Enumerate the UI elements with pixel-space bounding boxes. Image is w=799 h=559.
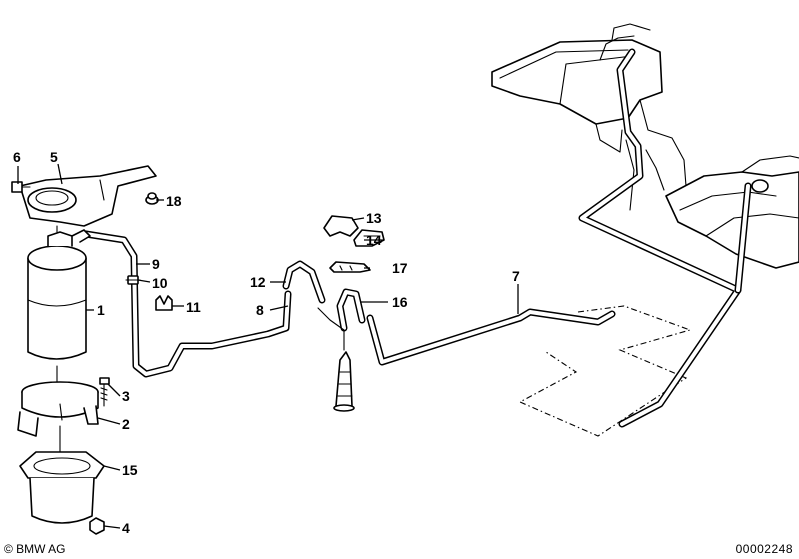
fuel-line-7 (366, 48, 752, 428)
clip-10 (125, 275, 141, 285)
clip-13 (323, 215, 359, 237)
callout-14: 14 (366, 232, 382, 248)
fuel-tank-illustration (491, 23, 799, 269)
callout-3: 3 (122, 388, 130, 404)
hose-12 (282, 260, 326, 304)
callout-5: 5 (50, 149, 58, 165)
screw-3 (99, 377, 110, 407)
filler-pipe (317, 307, 355, 412)
clamp-11 (155, 295, 173, 311)
nut-4 (89, 517, 105, 535)
bracket-5 (19, 165, 157, 227)
callout-9: 9 (152, 256, 160, 272)
callout-6: 6 (13, 149, 21, 165)
callout-7: 7 (512, 268, 520, 284)
callout-11: 11 (186, 299, 201, 315)
callout-4: 4 (122, 520, 130, 536)
leader-lines (17, 163, 519, 529)
clamp-2 (17, 381, 99, 437)
callout-18: 18 (166, 193, 182, 209)
callout-17: 17 (392, 260, 408, 276)
clip-17 (329, 261, 371, 273)
copyright-notice: © BMW AG (4, 542, 66, 556)
callout-12: 12 (250, 274, 266, 290)
callout-15: 15 (122, 462, 138, 478)
callout-13: 13 (366, 210, 382, 226)
callout-8: 8 (256, 302, 264, 318)
hose-16 (336, 288, 366, 332)
callout-10: 10 (152, 275, 168, 291)
grommet-18 (145, 192, 159, 205)
holder-15 (19, 451, 105, 524)
callout-labels: 6 5 18 9 10 11 1 3 2 15 4 12 8 13 14 17 … (13, 149, 520, 536)
callout-2: 2 (122, 416, 130, 432)
vent-hose-9 (82, 230, 292, 378)
bolt-6 (11, 181, 31, 193)
phantom-outline (518, 305, 692, 437)
diagram-reference-number: 00002248 (735, 542, 793, 556)
callout-1: 1 (97, 302, 105, 318)
callout-16: 16 (392, 294, 408, 310)
carbon-canister-1 (27, 229, 91, 360)
